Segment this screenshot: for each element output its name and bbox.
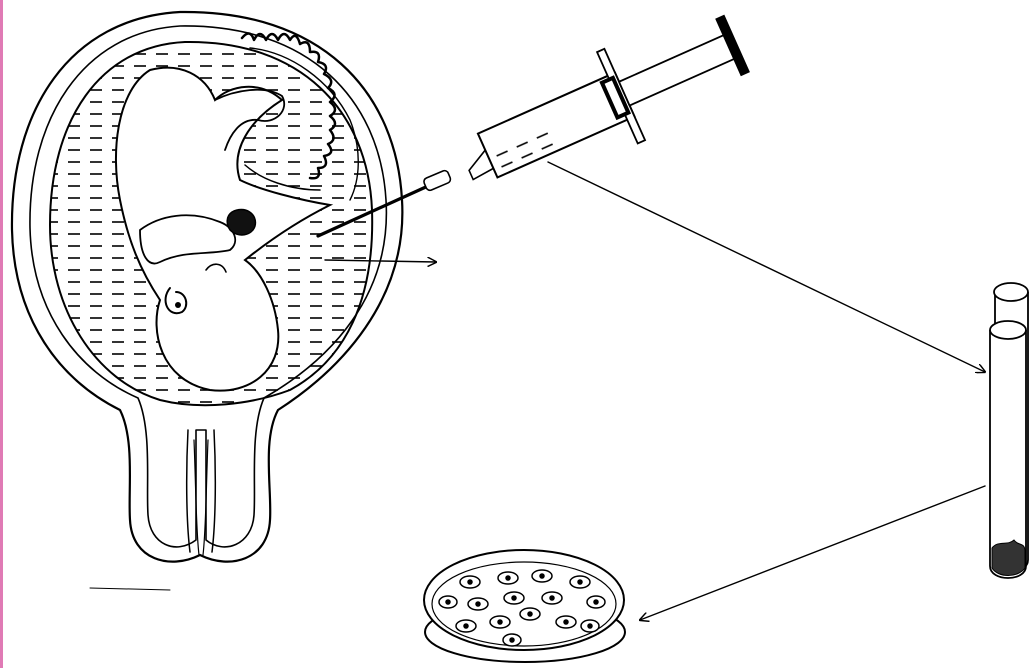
arrow-icon — [548, 162, 985, 372]
syringe-icon — [446, 0, 757, 211]
petri-dish-icon — [424, 550, 625, 662]
arrow-icon — [640, 486, 985, 620]
arrows — [325, 162, 985, 620]
test-tube-icon — [990, 283, 1028, 578]
